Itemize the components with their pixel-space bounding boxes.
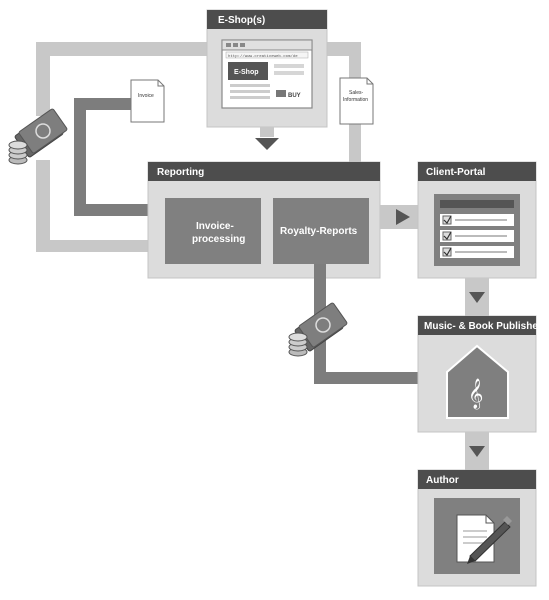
money-coins-icon-2 bbox=[288, 302, 348, 357]
reporting-header bbox=[148, 162, 380, 181]
royalty-reports-label: Royalty-Reports bbox=[280, 226, 358, 237]
publisher-title: Music- & Book Publisher bbox=[424, 321, 542, 332]
sales-info-line-2: Information bbox=[343, 97, 368, 103]
royalty-reports-box bbox=[273, 198, 369, 264]
money-coins-icon bbox=[8, 108, 68, 165]
flow-left-bottom bbox=[36, 240, 166, 252]
eshop-logo: E-Shop bbox=[234, 69, 259, 76]
flow-money-up bbox=[36, 46, 50, 116]
reporting-block: Reporting Invoice- processing Royalty-Re… bbox=[147, 161, 381, 279]
invoice-label: Invoice bbox=[138, 93, 154, 99]
eshop-title: E-Shop(s) bbox=[218, 15, 265, 26]
buy-label: BUY bbox=[288, 93, 301, 99]
client-portal-block: Client-Portal bbox=[417, 161, 537, 279]
checklist-icon bbox=[434, 194, 520, 266]
sales-info-document: Sales- Information bbox=[339, 77, 374, 125]
client-portal-header bbox=[418, 162, 536, 181]
arrow-down-icon-3 bbox=[469, 446, 485, 457]
eshop-block: E-Shop(s) http://www.creativeweb.com/de … bbox=[206, 9, 328, 128]
treble-clef-icon: 𝄞 bbox=[446, 344, 509, 419]
sales-info-line-1: Sales- bbox=[349, 90, 364, 96]
author-block: Author bbox=[417, 469, 537, 587]
browser-url: http://www.creativeweb.com/de bbox=[228, 54, 298, 59]
svg-text:𝄞: 𝄞 bbox=[468, 378, 483, 410]
document-icon: Invoice bbox=[130, 79, 165, 123]
flow-left-down bbox=[36, 160, 50, 252]
eshop-header bbox=[207, 10, 327, 29]
invoice-processing-box bbox=[165, 198, 261, 264]
arrow-down-icon bbox=[255, 138, 279, 150]
invoice-processing-line-1: Invoice- bbox=[196, 221, 234, 232]
browser-icon: http://www.creativeweb.com/de E-Shop BUY bbox=[221, 39, 313, 109]
publisher-header bbox=[418, 316, 536, 335]
reporting-title: Reporting bbox=[157, 167, 204, 178]
flow-eshop-stem bbox=[260, 127, 274, 137]
arrow-right-icon bbox=[396, 209, 410, 225]
arrow-down-icon-2 bbox=[469, 292, 485, 303]
flow-money-to-eshop bbox=[36, 42, 210, 56]
author-title: Author bbox=[426, 475, 459, 486]
author-header bbox=[418, 470, 536, 489]
invoice-processing-line-2: processing bbox=[192, 234, 245, 245]
pen-paper-icon bbox=[434, 498, 520, 574]
client-portal-title: Client-Portal bbox=[426, 167, 486, 178]
publisher-block: Music- & Book Publisher 𝄞 bbox=[417, 315, 542, 433]
